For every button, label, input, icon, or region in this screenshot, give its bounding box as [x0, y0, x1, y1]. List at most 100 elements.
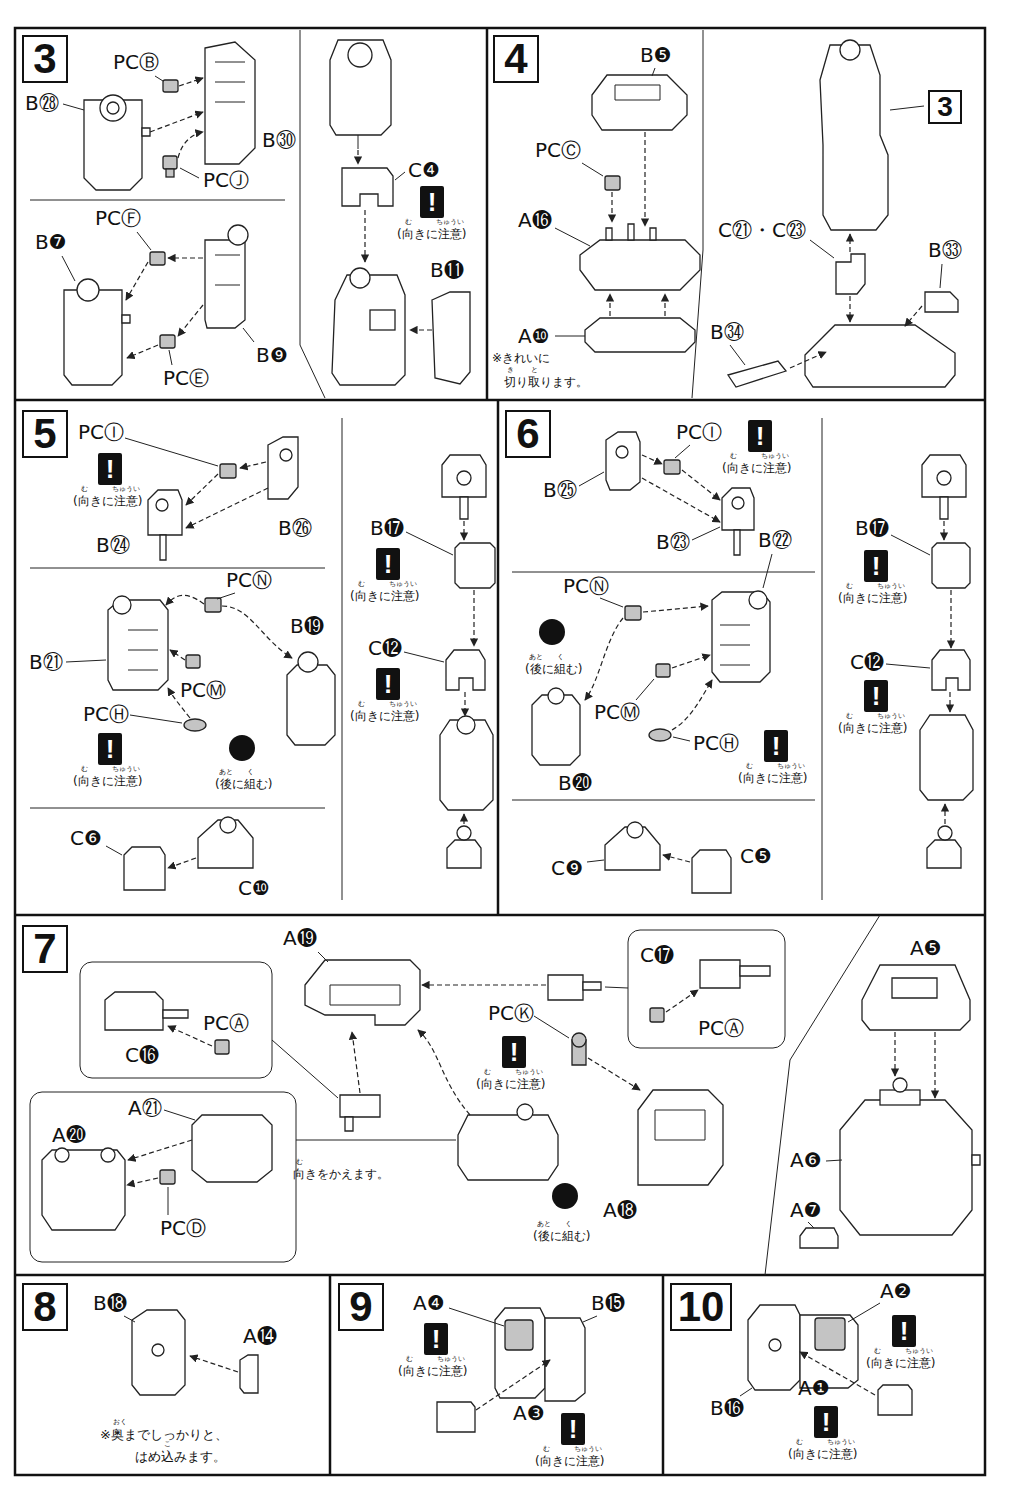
part-outline: [163, 1010, 188, 1018]
part-label: A❷: [880, 1281, 912, 1301]
part-outline: [922, 455, 966, 497]
furigana: く: [557, 654, 564, 661]
part-label: B⓫: [430, 260, 464, 280]
part-label: B㉒: [758, 530, 792, 550]
caution-note: (向きに注意): [350, 590, 419, 602]
part-label: A❺: [910, 938, 942, 958]
assembly-arrow: [168, 858, 196, 868]
assembly-arrow: [463, 521, 464, 540]
part-outline: [108, 600, 168, 690]
polycap-part: [215, 1040, 229, 1054]
furigana: ちゅうい: [777, 763, 805, 770]
part-label: C❻: [70, 828, 102, 848]
part-label: B㉘: [25, 93, 59, 113]
furigana: ちゅうい: [761, 453, 789, 460]
caution-note: (向きに注意): [73, 495, 142, 507]
caution-note: (向きに注意): [397, 228, 466, 240]
part-label: PCⒽ: [83, 704, 129, 724]
assembly-arrow: [150, 112, 203, 132]
assembly-arrow: [127, 345, 158, 358]
furigana: む: [81, 486, 88, 493]
part-label: PCⒶ: [203, 1013, 249, 1033]
part-outline: [460, 497, 468, 519]
polycap-part: [505, 1320, 533, 1350]
leader-line: [534, 1016, 569, 1038]
leader-line: [587, 860, 604, 862]
polycap-part: [625, 606, 641, 620]
part-label: B⓲: [93, 1293, 127, 1313]
step-number: 7: [22, 925, 68, 973]
part-label: B⓱: [855, 518, 889, 538]
part-label: C⓬: [850, 652, 884, 672]
assembly-arrow: [642, 478, 720, 522]
node-text: 8: [33, 1286, 56, 1328]
part-label: A⓳: [283, 928, 317, 948]
furigana: く: [557, 654, 564, 661]
part-outline: [55, 1148, 69, 1162]
part-label: B㉖: [278, 518, 312, 538]
part-label: A㉑: [128, 1098, 162, 1118]
part-label: B⓯: [591, 1293, 625, 1313]
part-outline: [769, 1339, 781, 1351]
part-label: A❷: [880, 1281, 912, 1301]
node-text: !: [432, 1326, 441, 1352]
part-outline: [820, 45, 888, 230]
part-label: A❹: [413, 1293, 445, 1313]
caution-note: (向きに注意): [535, 1455, 604, 1467]
furigana: ちゅうい: [877, 583, 905, 590]
part-label: A㉑: [128, 1098, 162, 1118]
caution-mark: !: [502, 1036, 526, 1068]
part-outline: [583, 982, 601, 990]
part-label: B㉔: [96, 535, 130, 555]
part-outline: [442, 455, 486, 497]
node-text: !: [822, 1409, 831, 1435]
part-label: B⓴: [558, 773, 592, 793]
part-label: C❾: [551, 858, 583, 878]
part-label: B⓴: [558, 773, 592, 793]
part-outline: [142, 128, 150, 136]
part-label: PCⒾ: [676, 422, 722, 442]
part-label: C⓱: [640, 945, 674, 965]
polycap-part: [150, 252, 165, 265]
part-label: PCⒻ: [95, 208, 141, 228]
caution-mark: !: [864, 550, 888, 582]
polycap-part: [163, 80, 178, 92]
instruction-note: 切り取ります。: [504, 376, 588, 388]
node-text: !: [569, 1416, 578, 1442]
part-label: PCⓂ: [180, 680, 226, 700]
part-label: PCⒾ: [676, 422, 722, 442]
part-outline: [580, 240, 700, 290]
part-outline: [124, 847, 165, 890]
furigana: む: [81, 766, 88, 773]
part-outline: [728, 361, 786, 387]
part-label: A❿: [518, 326, 550, 346]
part-outline: [585, 318, 695, 352]
part-label: B㉕: [543, 480, 577, 500]
polycap-part: [166, 169, 174, 177]
part-label: PCⒷ: [113, 52, 159, 72]
furigana: む: [406, 1356, 413, 1363]
part-label: B㉝: [928, 240, 962, 260]
part-label: B㉑: [29, 652, 63, 672]
furigana: む: [746, 763, 753, 770]
instruction-note: 切り取ります。: [504, 376, 588, 388]
assembly-arrow: [666, 990, 698, 1012]
assembly-arrow: [588, 1058, 640, 1090]
assembly-arrow: [473, 590, 474, 646]
part-label: B⓫: [430, 260, 464, 280]
furigana: ちゅうい: [112, 766, 140, 773]
node-text: 5: [33, 413, 56, 455]
caution-mark: !: [424, 1323, 448, 1355]
step6-illustration: [512, 418, 973, 900]
leader-line: [30, 30, 325, 398]
part-label: B㉘: [25, 93, 59, 113]
polycap-part: [220, 464, 236, 478]
assembly-arrow: [240, 462, 266, 468]
furigana: こ: [164, 1441, 171, 1448]
part-outline: [287, 665, 335, 745]
caution-note: (向きに注意): [476, 1078, 545, 1090]
part-label: B㉝: [928, 240, 962, 260]
part-label: C⓬: [368, 638, 402, 658]
polycap-part: [656, 664, 670, 677]
